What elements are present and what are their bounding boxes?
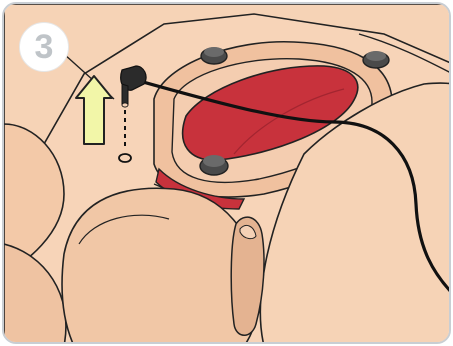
snap-socket-top-left <box>201 47 227 64</box>
snap-socket-top-right <box>363 51 389 68</box>
step-number: 3 <box>35 30 54 64</box>
manikin-illustration <box>4 4 451 344</box>
step-badge: 3 <box>19 22 69 72</box>
illustration-frame: 3 <box>2 2 451 344</box>
